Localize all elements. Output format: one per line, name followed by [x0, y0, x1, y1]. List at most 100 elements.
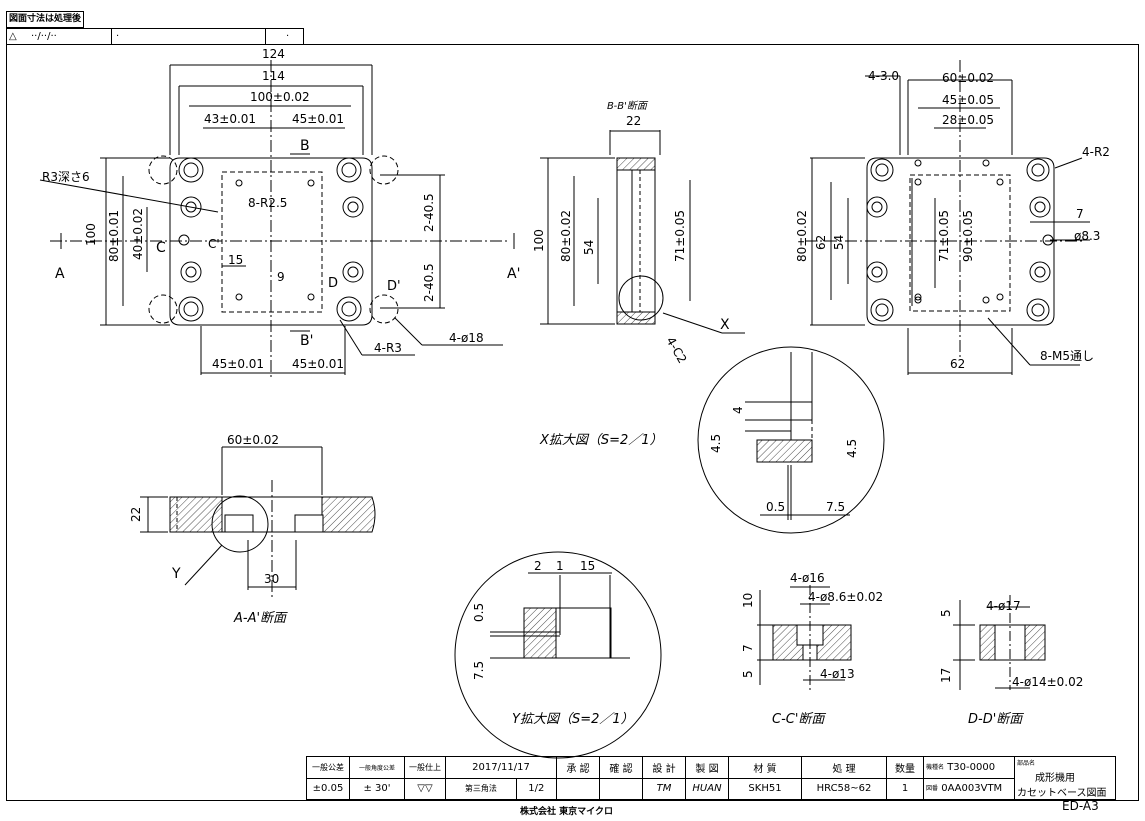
dim-7: 7 [1076, 207, 1084, 221]
dim-60-rv: 60±0.02 [942, 71, 994, 85]
dim-43: 43±0.01 [204, 112, 256, 126]
dim-x-7-5: 7.5 [826, 500, 845, 514]
tb-h-fin: 一般仕上 [404, 756, 446, 779]
dim-dd-5: 5 [939, 609, 953, 617]
tb-ang: ± 30' [349, 777, 405, 800]
tb-h-proc: 処 理 [801, 756, 887, 779]
section-cc [757, 585, 852, 690]
section-aa-title: A-A'断面 [233, 611, 288, 626]
tb-qty: 1 [886, 777, 924, 800]
dim-100-height: 100 [84, 223, 98, 246]
dim-y-15: 15 [580, 559, 595, 573]
dim-4-r3: 4-R3 [374, 341, 402, 355]
tb-scale: 1/2 [515, 777, 558, 800]
tb-h-tol: 一般公差 [306, 756, 350, 779]
dim-90-rv: 90±0.05 [961, 210, 975, 262]
top-hole-5 [180, 196, 202, 218]
tb-proc: HRC58~62 [801, 777, 887, 800]
dim-4-r2: 4-R2 [1082, 145, 1110, 159]
section-dd-title: D-D'断面 [968, 712, 1024, 727]
dim-x-0-5: 0.5 [766, 500, 785, 514]
leader-phi18 [394, 317, 423, 346]
dim-45-bottom-right: 45±0.01 [292, 357, 344, 371]
tb-proj: 第三角法 [445, 777, 517, 800]
top-hole-4 [336, 296, 362, 322]
detail-x-title: X拡大図（S=2／1） [539, 432, 663, 448]
top-view [39, 60, 515, 380]
tb-h-dwg: 図番 [926, 785, 939, 793]
callout-x-label: X [720, 317, 730, 333]
top-hole-6 [180, 261, 202, 283]
dim-2-40-5-top: 2-40.5 [422, 193, 436, 232]
dim-4-3-0: 4-3.0 [868, 69, 899, 83]
dim-100-bb: 100 [532, 229, 546, 252]
detail-y [454, 551, 662, 759]
dim-80-rv: 80±0.02 [795, 210, 809, 262]
dim-x-4-5-right: 4.5 [845, 439, 859, 458]
dim-y-2: 2 [534, 559, 542, 573]
dim-80: 80±0.01 [107, 210, 121, 262]
tb-tol: ±0.05 [306, 777, 350, 800]
tb-appr [556, 777, 600, 800]
dim-45-bottom-left: 45±0.01 [212, 357, 264, 371]
dim-28-rv: 28±0.05 [942, 113, 994, 127]
section-dd [953, 595, 1046, 690]
revision-mark: △ [9, 31, 17, 42]
tb-dwg: 図番 0AA003VTM [923, 777, 1015, 800]
dim-60-aa: 60±0.02 [227, 433, 279, 447]
label-c-prime: C' [208, 237, 220, 251]
tb-h-design: 設 計 [642, 756, 686, 779]
dim-cc-7: 7 [741, 644, 755, 652]
dim-100-tol: 100±0.02 [250, 90, 310, 104]
dim-4-phi8-6: 4-ø8.6±0.02 [808, 590, 883, 604]
leader-r3 [39, 179, 219, 213]
label-b-prime: B' [300, 333, 313, 349]
top-hole-1 [178, 157, 204, 183]
tb-part-2: カセットベース図面 [1017, 787, 1107, 799]
sheet-size: ED-A3 [1062, 799, 1099, 813]
tb-h-check: 確 認 [599, 756, 643, 779]
dim-8-m5: 8-M5通し [1040, 349, 1094, 363]
revision-b: · [265, 29, 289, 44]
top-small-hole [178, 234, 190, 246]
dim-22-aa: 22 [129, 507, 143, 522]
tb-h-appr: 承 認 [556, 756, 600, 779]
dim-4-phi17: 4-ø17 [986, 599, 1021, 613]
tb-model: 機種名 T30-0000 [923, 756, 1015, 779]
label-b: B [300, 138, 310, 154]
label-c: C [156, 240, 166, 256]
tb-h-draw: 製 図 [685, 756, 729, 779]
tb-check [599, 777, 643, 800]
dim-124: 124 [262, 47, 285, 61]
dim-cc-5: 5 [741, 670, 755, 678]
callout-y-label: Y [171, 566, 181, 582]
dim-62-bottom: 62 [950, 357, 965, 371]
section-bb-title: B-B'断面 [607, 100, 649, 112]
top-hole-7 [342, 196, 364, 218]
section-bb [540, 130, 745, 334]
dim-71-rv: 71±0.05 [937, 210, 951, 262]
label-a: A [55, 266, 65, 282]
title-block: 一般公差 一般角度公差 一般仕上 2017/11/17 承 認 確 認 設 計 … [306, 756, 1116, 800]
dim-y-7-5: 7.5 [472, 661, 486, 680]
tb-h-part: 部品名 [1017, 759, 1036, 767]
tb-part: 部品名成形機用カセットベース図面 [1014, 756, 1116, 800]
detail-x [697, 346, 885, 534]
top-hole-8 [342, 261, 364, 283]
callout-x-circle [618, 275, 664, 321]
dim-r3-depth: R3深さ6 [42, 170, 90, 184]
top-view-outline [169, 157, 373, 326]
detail-y-title: Y拡大図（S=2／1） [512, 711, 634, 727]
tb-mat: SKH51 [728, 777, 802, 800]
top-hole-2 [336, 157, 362, 183]
dim-2-40-5-bottom: 2-40.5 [422, 263, 436, 302]
dim-4-phi14: 4-ø14±0.02 [1012, 675, 1083, 689]
right-view [805, 60, 1090, 375]
dim-y-1: 1 [556, 559, 564, 573]
dim-62-rv: 62 [814, 235, 828, 250]
tb-draw: HUAN [685, 777, 729, 800]
dim-4-c2: 4-C2 [663, 335, 689, 366]
revision-a: · [111, 29, 119, 44]
tb-part-1: 成形機用 [1035, 772, 1075, 784]
